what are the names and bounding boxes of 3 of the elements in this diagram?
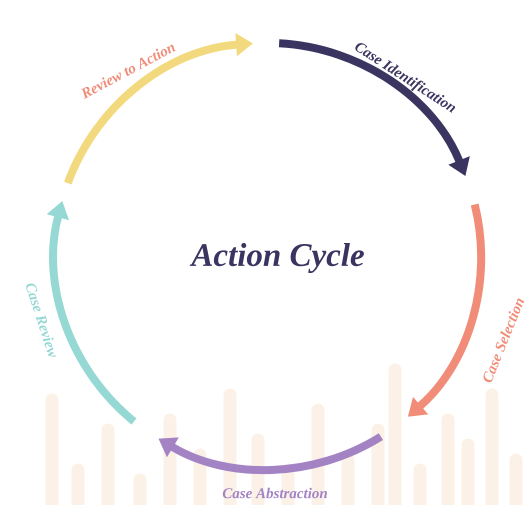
stage-label: Case Review [26, 283, 56, 357]
title: Action Cycle [190, 242, 364, 273]
stage-label: Case Abstraction [222, 488, 327, 498]
